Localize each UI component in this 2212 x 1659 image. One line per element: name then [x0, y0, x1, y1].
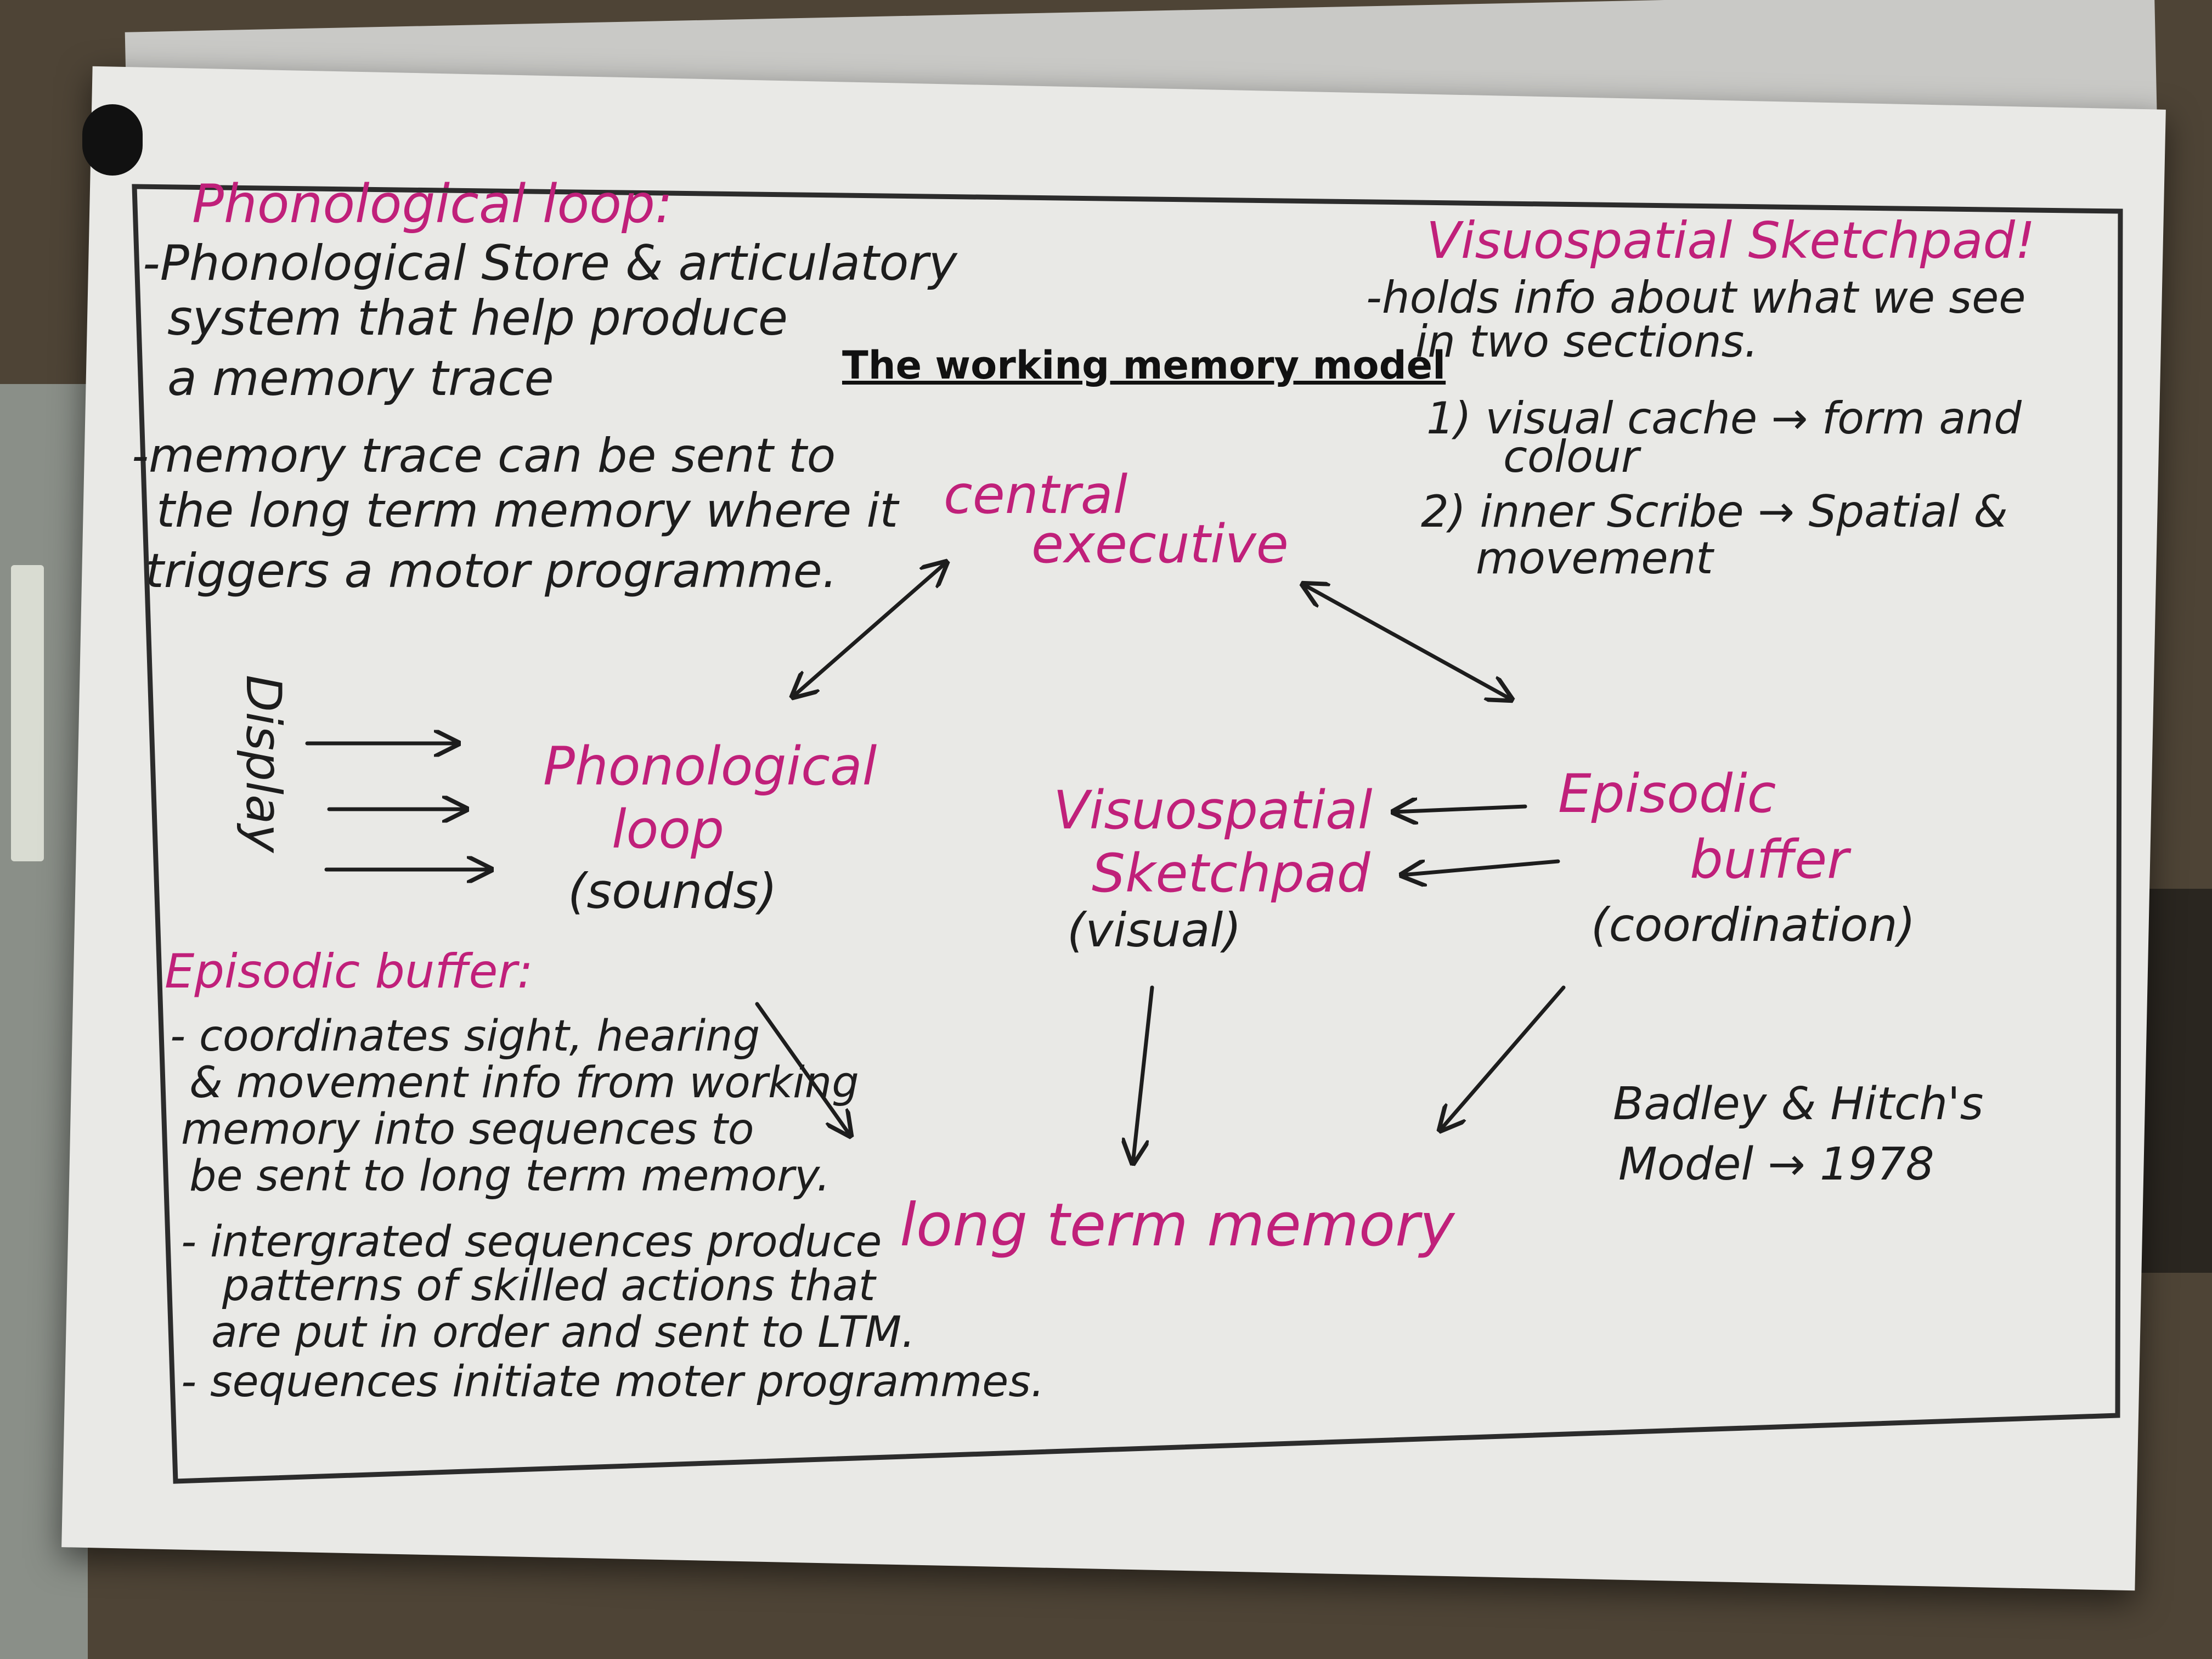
phonological-loop-label: Phonological: [543, 736, 877, 797]
book-tab: [11, 565, 44, 861]
display-label: Display: [235, 675, 292, 854]
episodic-buffer-label: Episodic: [1558, 763, 1776, 825]
episodic-note-line: - intergrated sequences produce: [181, 1217, 882, 1267]
phonological-note-line: triggers a motor programme.: [145, 544, 837, 599]
episodic-note-line: patterns of skilled actions that: [222, 1261, 877, 1311]
arrow-episodic-to-ltm: [1440, 985, 1566, 1130]
phonological-notes-heading: Phonological loop:: [192, 173, 673, 235]
visuospatial-note-line: colour: [1503, 431, 1642, 482]
phonological-note-line: a memory trace: [167, 350, 554, 407]
episodic-buffer-label: (coordination): [1591, 898, 1915, 952]
visuospatial-sketchpad-label: Sketchpad: [1092, 843, 1371, 904]
arrow-episodic-to-visuospatial-2: [1402, 859, 1560, 875]
arrow-central-to-phonological: [793, 562, 946, 697]
episodic-notes-heading: Episodic buffer:: [165, 944, 533, 999]
arrow-episodic-to-visuospatial-1: [1393, 806, 1527, 812]
episodic-note-line: & movement info from working: [189, 1058, 859, 1108]
arrow-notes-to-ltm: [755, 1002, 850, 1136]
arrow-central-to-episodic: [1303, 584, 1511, 699]
episodic-note-line: are put in order and sent to LTM.: [211, 1308, 915, 1357]
episodic-note-line: - coordinates sight, hearing: [170, 1012, 760, 1061]
episodic-note-line: - sequences initiate moter programmes.: [181, 1357, 1045, 1407]
phonological-loop-label: (sounds): [568, 863, 777, 919]
visuospatial-note-line: 2) inner Scribe → Spatial &: [1421, 486, 2008, 537]
visuospatial-notes-heading: Visuospatial Sketchpad!: [1426, 211, 2035, 270]
visuospatial-note-line: in two sections.: [1415, 316, 1758, 367]
visuospatial-sketchpad-label: Visuospatial: [1053, 780, 1373, 841]
page-title: The working memory model: [842, 343, 1446, 388]
visuospatial-note-line: 1) visual cache → form and: [1426, 393, 2022, 444]
phonological-note-line: -memory trace can be sent to: [132, 428, 836, 483]
episodic-note-line: be sent to long term memory.: [189, 1152, 830, 1201]
episodic-note-line: memory into sequences to: [181, 1105, 754, 1154]
notes-border: [132, 184, 2123, 1484]
visuospatial-sketchpad-label: (visual): [1067, 903, 1242, 958]
phonological-note-line: -Phonological Store & articulatory: [143, 235, 958, 291]
arrow-visuospatial-to-ltm: [1133, 985, 1154, 1163]
visuospatial-note-line: movement: [1476, 533, 1714, 584]
phonological-note-line: the long term memory where it: [156, 483, 900, 538]
central-executive-label: central: [944, 464, 1128, 526]
phonological-loop-label: loop: [612, 799, 724, 860]
phonological-note-line: system that help produce: [167, 290, 788, 346]
visuospatial-note-line: -holds info about what we see: [1366, 272, 2026, 323]
attribution-line: Badley & Hitch's: [1613, 1078, 1983, 1130]
attribution-line: Model → 1978: [1618, 1138, 1934, 1190]
long-term-memory-label: long term memory: [900, 1191, 1455, 1260]
episodic-buffer-label: buffer: [1690, 829, 1852, 890]
central-executive-label: executive: [1031, 514, 1289, 575]
binder-ring: [82, 104, 143, 176]
